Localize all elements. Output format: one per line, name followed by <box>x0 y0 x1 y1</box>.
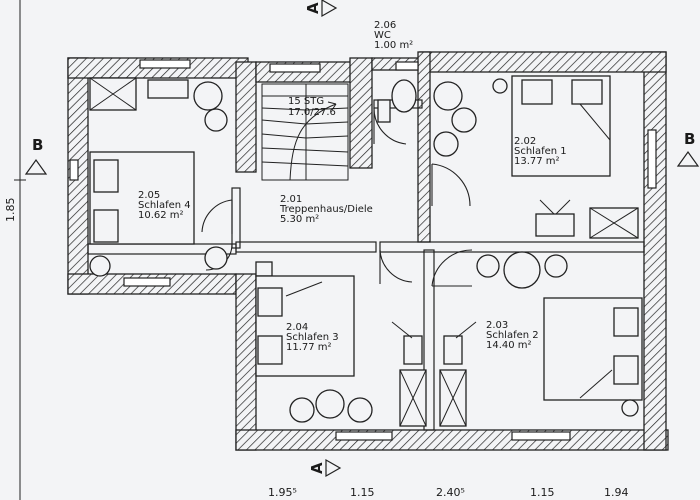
section-marker-a-bottom: A <box>308 458 342 478</box>
room-label-wc: 2.06 WC 1.00 m² <box>374 20 413 51</box>
stair-ratio-label: 17.0/27.6 <box>288 107 336 118</box>
svg-text:1.95⁵: 1.95⁵ <box>268 486 297 499</box>
svg-text:2.04: 2.04 <box>286 322 308 333</box>
furniture-schlafen-1 <box>433 75 639 239</box>
staircase <box>261 83 349 181</box>
svg-text:Schlafen 2: Schlafen 2 <box>486 330 539 341</box>
bottom-dimensions: 1.95⁵ 1.15 2.40⁵ 1.15 1.94 <box>268 486 629 499</box>
svg-text:WC: WC <box>374 30 391 41</box>
svg-text:10.62 m²: 10.62 m² <box>138 210 184 221</box>
room-label-schlafen-1: 2.02 Schlafen 1 13.77 m² <box>514 136 567 167</box>
svg-text:2.02: 2.02 <box>514 136 536 147</box>
svg-text:1.00 m²: 1.00 m² <box>374 40 413 51</box>
left-dimension-line <box>14 0 26 500</box>
svg-text:Schlafen 4: Schlafen 4 <box>138 200 191 211</box>
room-label-treppenhaus: 2.01 Treppenhaus/Diele 5.30 m² <box>279 194 373 225</box>
svg-text:2.01: 2.01 <box>280 194 302 205</box>
stair-steps-label: 15 STG <box>288 96 324 107</box>
dimension-left: 1.85 <box>4 198 17 223</box>
windows <box>69 59 657 441</box>
svg-text:B: B <box>32 136 43 154</box>
section-marker-a-top: A <box>304 0 338 18</box>
svg-text:A: A <box>308 462 326 474</box>
section-marker-b-left: B <box>24 136 48 175</box>
svg-text:Schlafen 3: Schlafen 3 <box>286 332 339 343</box>
room-label-schlafen-4: 2.05 Schlafen 4 10.62 m² <box>138 190 191 221</box>
section-marker-b-right: B <box>676 130 700 167</box>
furniture-schlafen-4 <box>89 77 228 277</box>
svg-text:2.40⁵: 2.40⁵ <box>436 486 465 499</box>
furniture-schlafen-2 <box>439 251 643 427</box>
svg-text:13.77 m²: 13.77 m² <box>514 156 560 167</box>
svg-text:2.03: 2.03 <box>486 320 508 331</box>
svg-text:A: A <box>304 2 322 14</box>
svg-text:2.05: 2.05 <box>138 190 160 201</box>
furniture-wc <box>377 79 417 123</box>
svg-text:2.06: 2.06 <box>374 20 396 31</box>
furniture-schlafen-3 <box>255 261 427 427</box>
svg-text:5.30 m²: 5.30 m² <box>280 214 319 225</box>
room-label-schlafen-2: 2.03 Schlafen 2 14.40 m² <box>486 320 539 351</box>
svg-text:14.40 m²: 14.40 m² <box>486 340 532 351</box>
room-label-schlafen-3: 2.04 Schlafen 3 11.77 m² <box>286 322 339 353</box>
svg-text:11.77 m²: 11.77 m² <box>286 342 332 353</box>
svg-text:Treppenhaus/Diele: Treppenhaus/Diele <box>279 204 373 215</box>
svg-text:1.15: 1.15 <box>350 486 375 499</box>
svg-text:1.15: 1.15 <box>530 486 555 499</box>
svg-text:1.94: 1.94 <box>604 486 629 499</box>
svg-text:B: B <box>684 130 695 148</box>
svg-text:Schlafen 1: Schlafen 1 <box>514 146 567 157</box>
